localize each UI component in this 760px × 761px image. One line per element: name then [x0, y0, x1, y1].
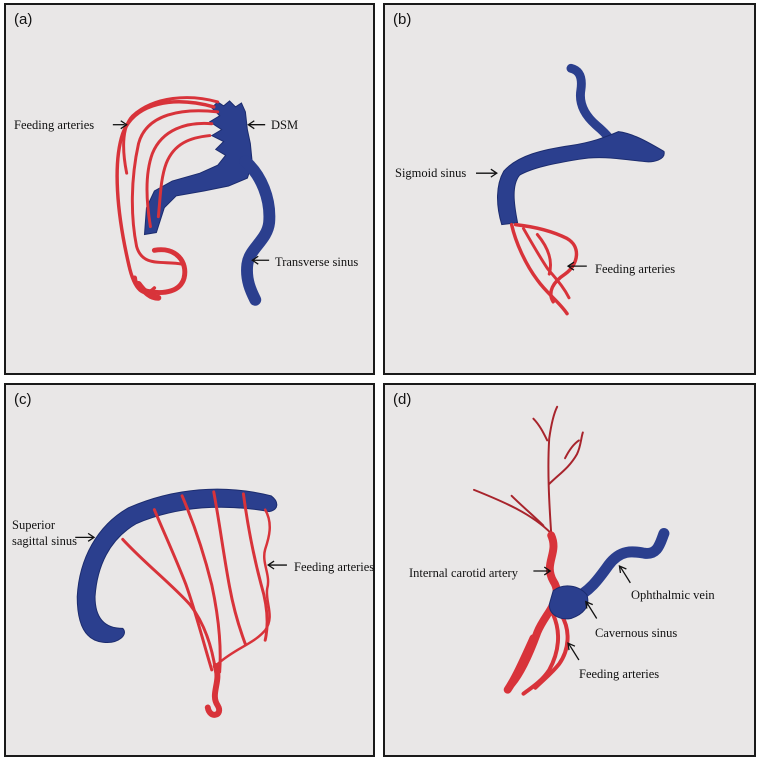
panel-a-label: (a): [14, 11, 33, 28]
panel-a-illustration: [112, 96, 276, 306]
panel-c-illustration: [75, 488, 287, 718]
label-superior-line1: Superior: [12, 518, 56, 532]
feeding-artery-c-1: [121, 537, 218, 674]
label-feeding-arteries-b: Feeding arteries: [595, 262, 676, 276]
label-feeding-arteries-a: Feeding arteries: [14, 118, 95, 132]
panel-c-label: (c): [14, 391, 32, 408]
internal-carotid-lower: [503, 634, 538, 694]
panel-a: (a) Feeding arteries DSM Transverse sinu…: [4, 3, 375, 375]
carotid-branch-4: [510, 494, 545, 527]
label-dsm: DSM: [271, 118, 299, 132]
feeding-artery-b-2: [513, 222, 579, 304]
feeding-artery-c-5: [241, 492, 269, 642]
arrowhead-feeding-arteries-d: [567, 642, 576, 651]
panel-b: (b) Sigmoid sinus Feeding arteries: [383, 3, 756, 375]
arrowhead-ophthalmic-vein: [618, 565, 627, 574]
arrowhead-sigmoid-sinus: [490, 168, 498, 178]
panel-d: (d) Internal carotid artery Ophthalmic v…: [383, 383, 756, 757]
transverse-sinus-vessel: [239, 155, 276, 306]
feeding-artery-c-4: [212, 490, 247, 646]
feeding-artery-d-2: [533, 612, 570, 690]
feeding-artery-c-2: [152, 508, 214, 672]
feeding-artery-2: [130, 109, 220, 266]
label-ophthalmic-vein: Ophthalmic vein: [631, 588, 715, 602]
carotid-branch-5: [532, 417, 549, 442]
feeding-artery-c-trunk: [204, 662, 223, 718]
arrowhead-feeding-arteries: [120, 120, 128, 130]
arrowhead-cavernous-sinus: [585, 600, 594, 609]
carotid-branch-2: [548, 431, 584, 485]
feeding-artery-c-6: [216, 508, 271, 666]
feeding-artery-3: [145, 121, 214, 229]
panel-d-illustration: [473, 405, 670, 696]
arrow-ophthalmic-vein: [619, 566, 631, 584]
feeding-artery-b-1: [509, 222, 569, 316]
panel-d-label: (d): [393, 391, 412, 408]
feeding-artery-b-3: [522, 227, 571, 300]
arrowhead-internal-carotid: [543, 566, 552, 576]
feeding-artery-5: [122, 96, 220, 175]
label-cavernous-sinus: Cavernous sinus: [595, 626, 678, 640]
label-internal-carotid: Internal carotid artery: [409, 566, 518, 580]
label-transverse-sinus: Transverse sinus: [275, 255, 359, 269]
arrowhead-feeding-arteries-c: [266, 560, 275, 570]
arrow-feeding-arteries-d: [568, 643, 580, 661]
dsm-vessel: [143, 100, 253, 236]
superior-sagittal-sinus-vessel: [76, 488, 278, 643]
carotid-branch-3: [473, 488, 553, 535]
panel-b-illustration: [476, 63, 665, 316]
arrowhead-superior-sagittal-sinus: [87, 532, 96, 542]
feeding-artery-c-3: [180, 494, 222, 674]
label-feeding-arteries-c: Feeding arteries: [294, 560, 375, 574]
sigmoid-sinus-vessel: [497, 131, 665, 226]
feeding-artery-trunk: [135, 280, 162, 301]
feeding-artery-d-1: [521, 612, 560, 696]
label-feeding-arteries-d: Feeding arteries: [579, 667, 660, 681]
arrowhead-dsm: [247, 120, 255, 130]
panel-c: (c) Superior sagittal sinus Feeding arte…: [4, 383, 375, 757]
label-superior-line2: sagittal sinus: [12, 534, 77, 548]
label-sigmoid-sinus: Sigmoid sinus: [395, 166, 467, 180]
feeding-artery-4: [156, 134, 212, 219]
feeding-artery-b-4: [535, 233, 552, 276]
panel-b-label: (b): [393, 11, 412, 28]
carotid-branch-6: [564, 439, 580, 460]
arrowhead-transverse-sinus: [251, 255, 259, 265]
arrow-cavernous-sinus: [586, 602, 598, 619]
arrowhead-feeding-arteries-b: [566, 261, 575, 271]
carotid-branch-1: [547, 405, 559, 535]
cavernous-sinus-vessel: [548, 585, 589, 620]
ophthalmic-vein-vessel: [567, 527, 670, 605]
